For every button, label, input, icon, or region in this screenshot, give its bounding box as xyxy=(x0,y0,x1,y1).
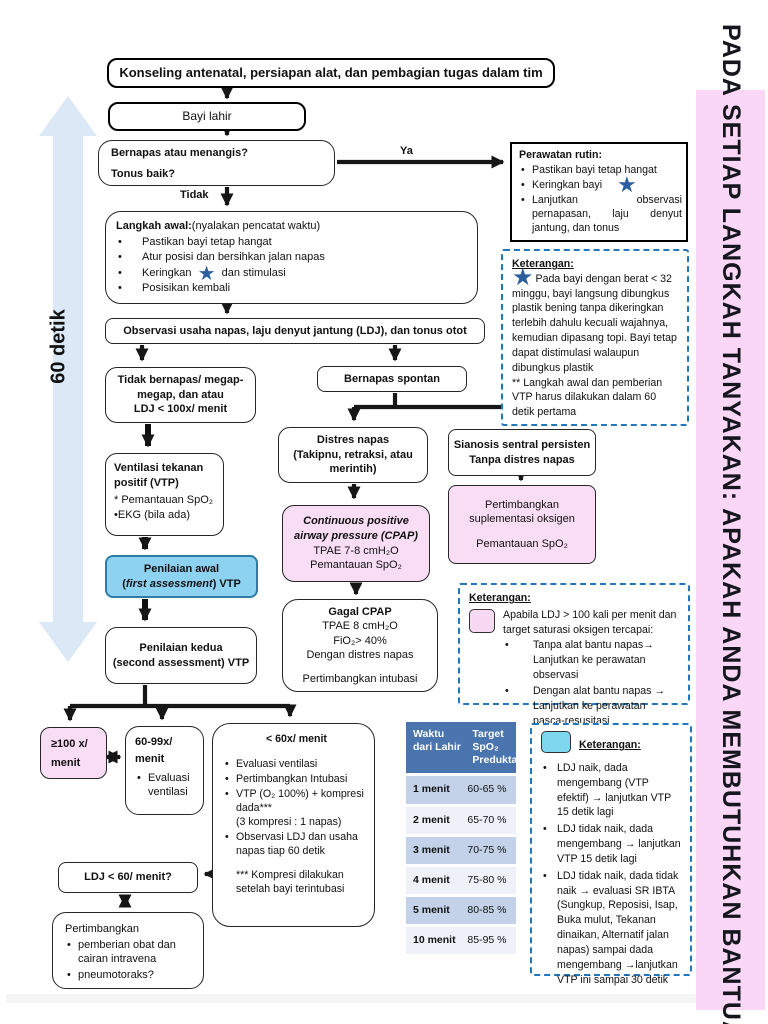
keterangan3-item: LDJ naik, dada mengembang (VTP efektif) … xyxy=(541,761,681,820)
hr-60-99-item: Evaluasi ventilasi xyxy=(135,771,206,800)
perawatan-title: Perawatan rutin: xyxy=(519,149,603,161)
keterangan1-box: Keterangan: ★ Pada bayi dengan berat < 3… xyxy=(501,249,689,426)
keterangan3-title: Keterangan: xyxy=(579,739,641,752)
bernapas-line2: Tonus baik? xyxy=(111,167,175,180)
vtp-title: Ventilasi tekanan positif (VTP) xyxy=(114,462,204,489)
tidak-bernapas-box: Tidak bernapas/ megap- megap, dan atau L… xyxy=(105,367,256,423)
pertimbangkan-title: Pertimbangkan xyxy=(65,923,139,935)
observasi-box: Observasi usaha napas, laju denyut jantu… xyxy=(105,318,485,344)
timeline-arrow xyxy=(39,96,97,662)
table-header-col1: Waktu dari Lahir xyxy=(413,728,461,754)
pertimbangkan-item: pneumotoraks? xyxy=(65,968,199,983)
keterangan3-header: Keterangan: xyxy=(541,731,681,753)
bernapas-box: Bernapas atau menangis? Tonus baik? xyxy=(98,140,335,186)
keterangan3-box: Keterangan: LDJ naik, dada mengembang (V… xyxy=(530,723,692,986)
timeline-label: 60 detik xyxy=(47,309,70,384)
penilaian-kedua-box: Penilaian kedua (second assessment) VTP xyxy=(105,627,257,684)
keterangan2-item: Dengan alat bantu napas → Lanjutkan ke p… xyxy=(503,684,679,728)
bernapas-spontan-box: Bernapas spontan xyxy=(317,366,467,392)
keterangan3-item: LDJ tidak naik, dada tidak naik → evalua… xyxy=(541,869,681,988)
vtp-line: * Pemantauan SpO₂ xyxy=(114,494,214,507)
hr-lt-60-item: VTP (O₂ 100%) + kompresi dada*** xyxy=(223,788,370,816)
hr-lt-60-item: Evaluasi ventilasi xyxy=(223,758,370,772)
hr-lt-60-item-cont: (3 kompresi : 1 napas) xyxy=(236,815,342,828)
perawatan-item: Pastikan bayi tetap hangat xyxy=(519,164,679,178)
keterangan2-body: Apabila LDJ > 100 kali per menit dan tar… xyxy=(469,608,679,729)
langkah-item: Atur posisi dan bersihkan jalan napas xyxy=(116,250,467,265)
keterangan2-title: Keterangan: xyxy=(469,592,531,604)
keterangan2-item: Tanpa alat bantu napas→ Lanjutkan ke per… xyxy=(503,638,679,682)
keterangan1-title: Keterangan: xyxy=(512,258,574,270)
cpap-line: Pemantauan SpO₂ xyxy=(310,559,402,572)
sianosis-box: Sianosis sentral persisten Tanpa distres… xyxy=(448,429,596,476)
langkah-item: Keringkan ★ dan stimulasi xyxy=(116,264,467,284)
langkah-awal-box: Langkah awal:(nyalakan pencatat waktu) P… xyxy=(105,211,478,304)
pertimbangkan-box: Pertimbangkan pemberian obat dan cairan … xyxy=(52,912,204,989)
bayi-lahir-text: Bayi lahir xyxy=(182,108,232,123)
distres-box: Distres napas (Takipnu, retraksi, atau m… xyxy=(278,427,428,483)
perawatan-rutin-box: Perawatan rutin: Pastikan bayi tetap han… xyxy=(510,142,688,242)
hr-lt-60-item: Observasi LDJ dan usaha napas tiap 60 de… xyxy=(223,831,370,859)
keterangan2-box: Keterangan: Apabila LDJ > 100 kali per m… xyxy=(458,583,690,727)
hr-lt-60-box: < 60x/ menit Evaluasi ventilasi Pertimba… xyxy=(212,723,375,927)
langkah-title: Langkah awal:(nyalakan pencatat waktu) xyxy=(116,220,321,232)
cpap-box: Continuous positive airway pressure (CPA… xyxy=(282,505,430,582)
konseling-box: Konseling antenatal, persiapan alat, dan… xyxy=(107,58,555,88)
table-header-col2: Target SpO₂ Preduktal xyxy=(472,728,521,767)
vtp-line: •EKG (bila ada) xyxy=(114,508,190,521)
langkah-item: Posisikan kembali xyxy=(116,281,467,296)
keterangan1-note: ★ Pada bayi dengan berat < 32 minggu, ba… xyxy=(512,263,677,374)
perawatan-item: Keringkan bayi ★ xyxy=(519,173,679,195)
bernapas-line1: Bernapas atau menangis? xyxy=(111,147,248,159)
hr-60-99-box: 60-99x/ menit Evaluasi ventilasi xyxy=(125,726,204,815)
keterangan1-note2: ** Langkah awal dan pemberian VTP harus … xyxy=(512,376,663,419)
pertimbangkan-item: pemberian obat dan cairan intravena xyxy=(65,938,199,967)
sidebar-banner-text: PADA SETIAP LANGKAH TANYAKAN: APAKAH AND… xyxy=(717,24,745,1024)
hr-100-box: ≥100 x/ menit xyxy=(40,727,107,779)
spo2-target-table: Waktu dari Lahir Target SpO₂ Preduktal 1… xyxy=(406,722,521,955)
penilaian-awal-line2: (first assessment) VTP xyxy=(122,577,241,590)
pink-swatch-icon xyxy=(469,608,495,633)
penilaian-awal-box: Penilaian awal (first assessment) VTP xyxy=(105,555,258,598)
suplementasi-box: Pertimbangkan suplementasi oksigen Peman… xyxy=(448,485,596,564)
gagal-cpap-box: Gagal CPAP TPAE 8 cmH₂O FiO₂> 40% Dengan… xyxy=(282,599,438,692)
langkah-item: Pastikan bayi tetap hangat xyxy=(116,235,467,250)
konseling-text: Konseling antenatal, persiapan alat, dan… xyxy=(119,65,543,81)
hr-lt-60-item: Pertimbangkan Intubasi xyxy=(223,773,370,787)
hr-lt-60-title: < 60x/ menit xyxy=(266,733,327,745)
perawatan-item: Lanjutkan observasi pernapasan, laju den… xyxy=(519,194,682,236)
observasi-text: Observasi usaha napas, laju denyut jantu… xyxy=(123,324,467,337)
bayi-lahir-box: Bayi lahir xyxy=(108,102,306,131)
vtp-box: Ventilasi tekanan positif (VTP) * Pemant… xyxy=(105,453,224,536)
sidebar-banner: PADA SETIAP LANGKAH TANYAKAN: APAKAH AND… xyxy=(696,24,765,1024)
ya-label: Ya xyxy=(400,145,413,157)
cpap-title: Continuous positive airway pressure (CPA… xyxy=(294,515,418,542)
hr-lt-60-footnote: *** Kompresi dilakukan setelah bayi teri… xyxy=(236,868,345,895)
tidak-label: Tidak xyxy=(180,189,209,201)
blue-swatch-icon xyxy=(541,731,571,753)
keterangan3-item: LDJ tidak naik, dada mengembang → lanjut… xyxy=(541,822,681,866)
cpap-line: TPAE 7-8 cmH₂O xyxy=(313,544,399,557)
table-header: Waktu dari Lahir Target SpO₂ Preduktal xyxy=(406,722,521,774)
ldj-60-box: LDJ < 60/ menit? xyxy=(58,862,198,893)
